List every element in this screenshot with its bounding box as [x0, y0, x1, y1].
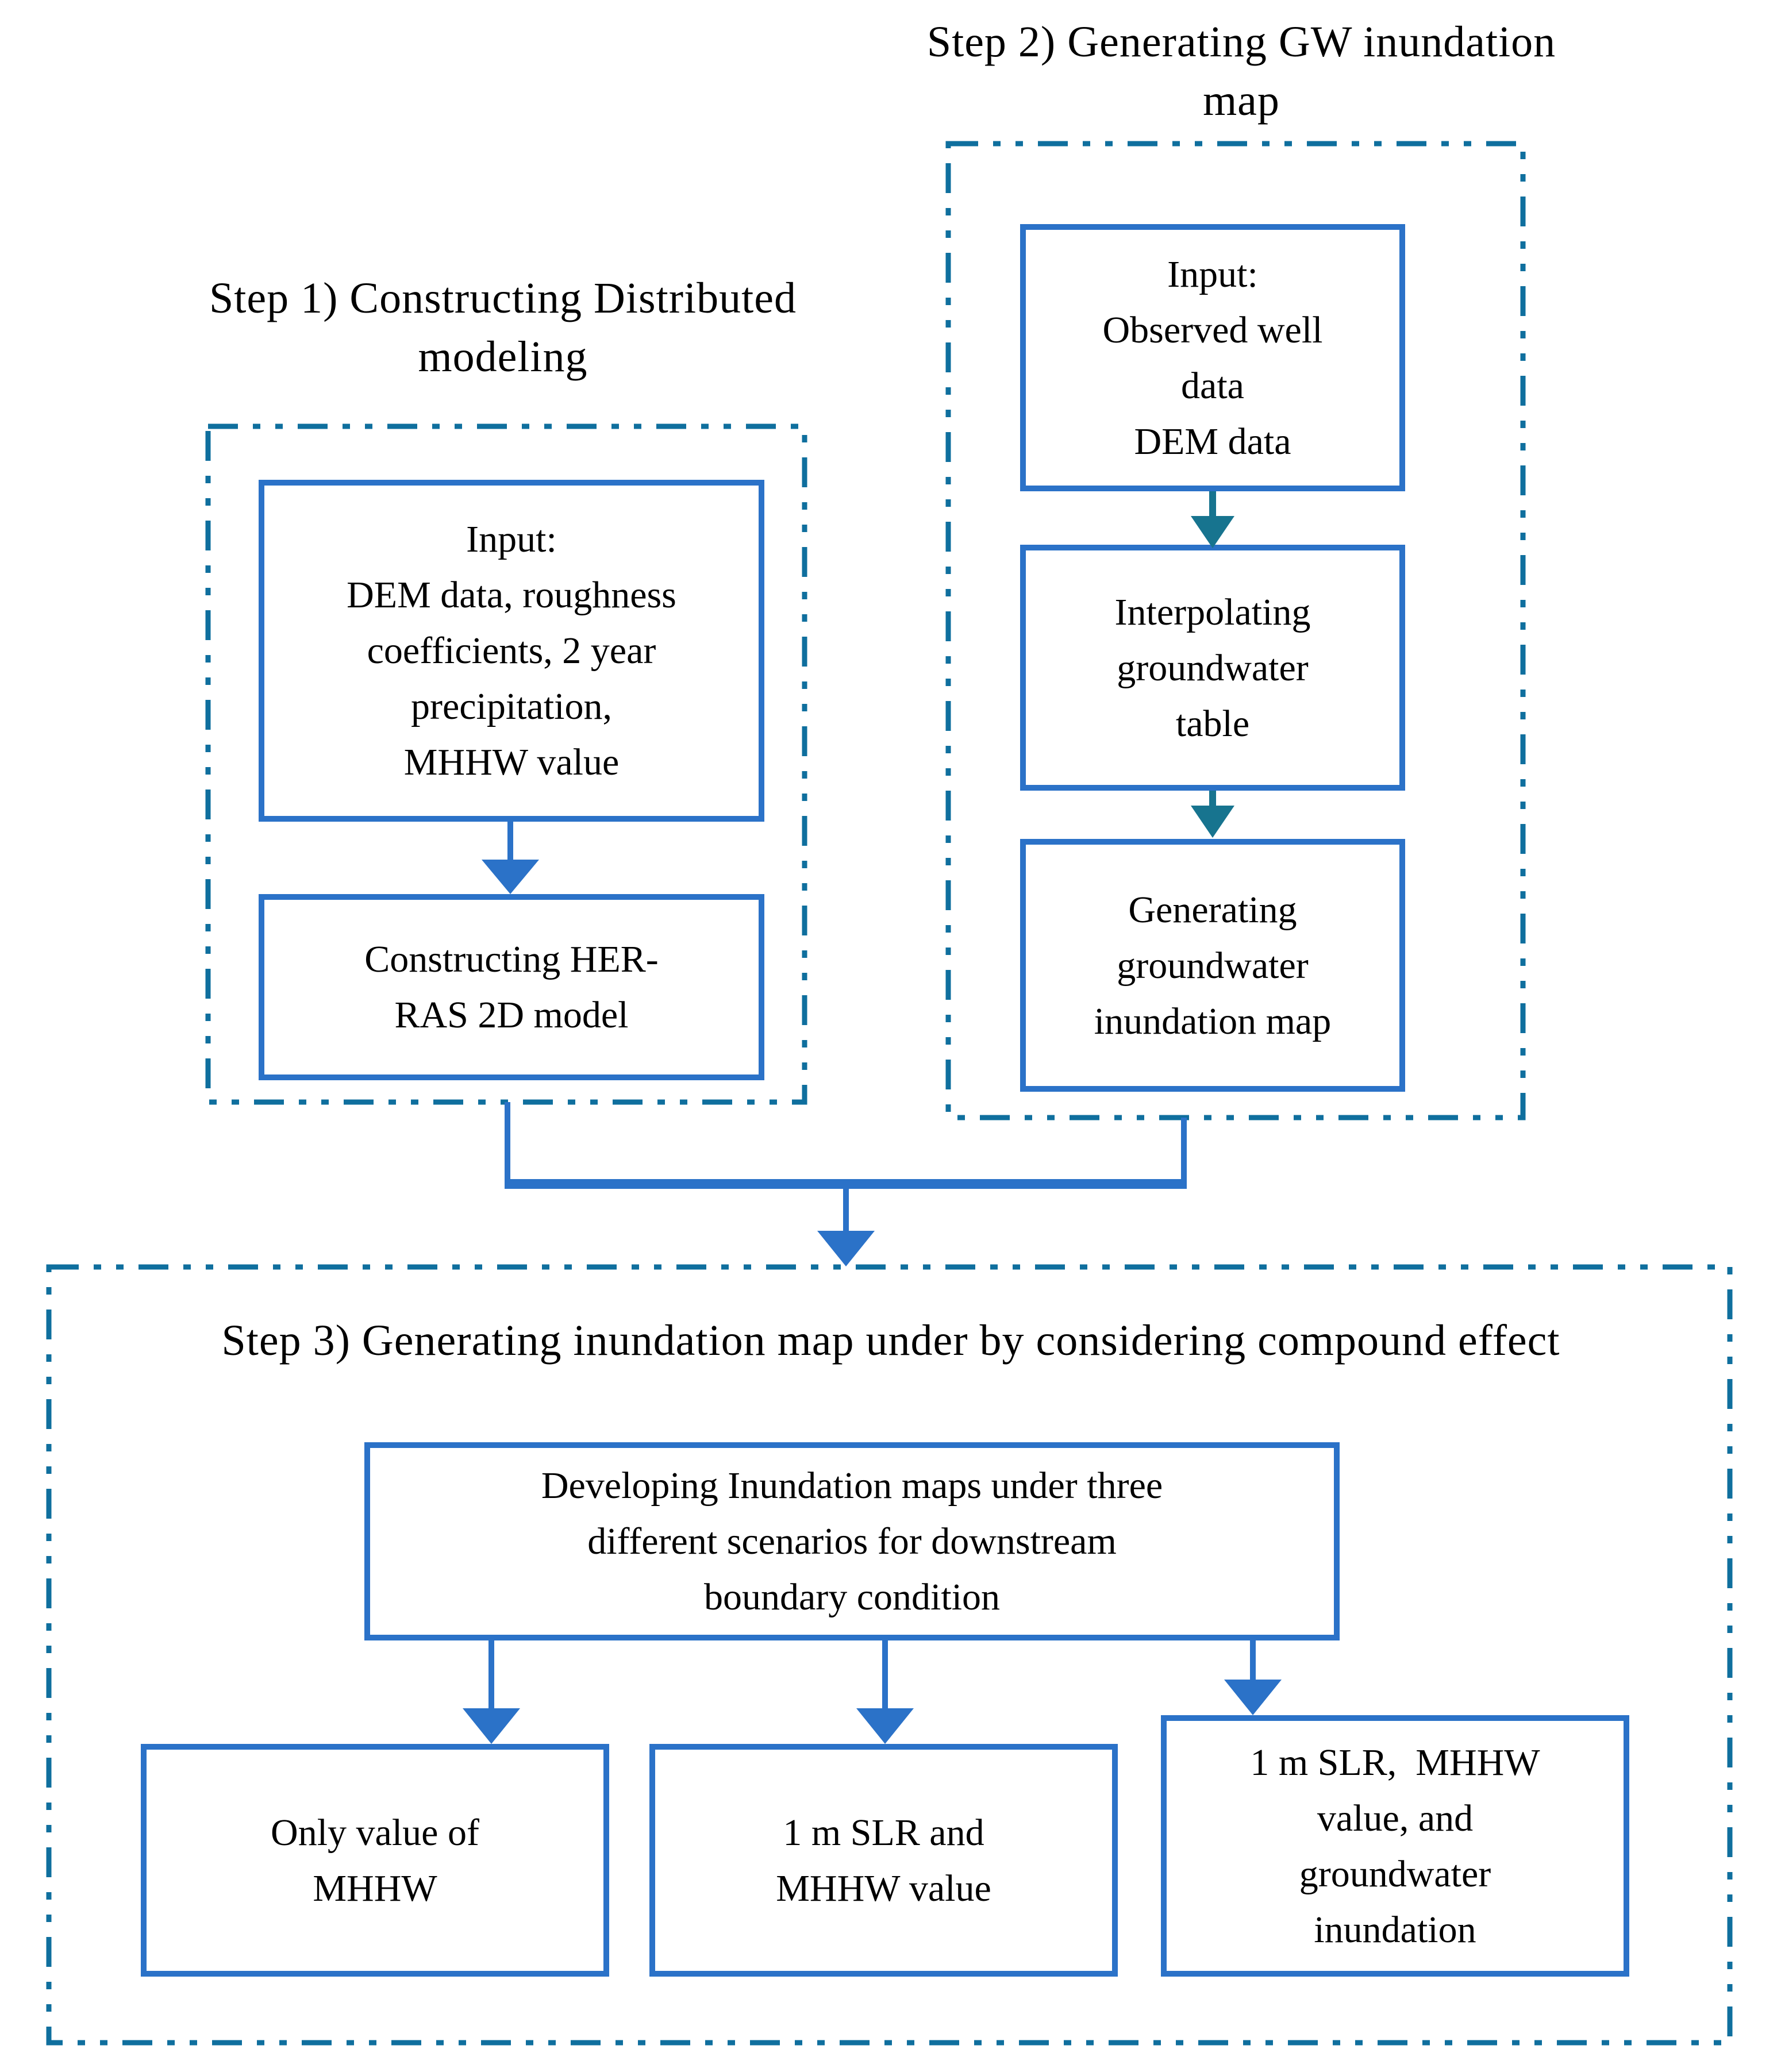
arrow-step2-input-to-interp-stem [1209, 491, 1216, 518]
step2-title: Step 2) Generating GW inundation map [839, 13, 1644, 130]
step3-dev-line1: Developing Inundation maps under three [541, 1465, 1163, 1507]
step1-input-line1: Input: [466, 518, 557, 560]
step2-input-line1: Input: [1167, 253, 1258, 295]
arrow-step2-interp-to-gen-head [1191, 806, 1234, 838]
arrow-step2-input-to-interp-head [1191, 516, 1234, 548]
step3-dev-line3: boundary condition [703, 1576, 1001, 1618]
arrow-step1-input-to-model-head [482, 860, 539, 894]
step2-interp-line2: groundwater [1117, 646, 1309, 689]
arrow-branch-1-stem [488, 1640, 494, 1709]
step1-input-line5: MHHW value [403, 741, 620, 783]
step2-input-box: Input: Observed well data DEM data [1020, 224, 1405, 491]
step1-title-line1: Step 1) Constructing Distributed [209, 274, 797, 322]
scenario3-line2: value, and [1317, 1797, 1474, 1839]
step1-input-line2: DEM data, roughness [347, 574, 676, 616]
step2-input-line2: Observed well [1102, 309, 1323, 351]
scenario1-line1: Only value of [271, 1811, 479, 1854]
step2-title-line2: map [1203, 76, 1280, 125]
scenario1-line2: MHHW [313, 1867, 437, 1909]
step2-interp-line3: table [1175, 702, 1250, 745]
arrow-branch-2-stem [882, 1640, 888, 1709]
step3-title: Step 3) Generating inundation map under … [86, 1311, 1695, 1370]
scenario2-line2: MHHW value [776, 1867, 991, 1909]
merge-center-head [817, 1231, 875, 1266]
scenario-box-slr-mhhw-groundwater: 1 m SLR, MHHW value, and groundwater inu… [1161, 1715, 1629, 1977]
arrow-branch-2-head [856, 1708, 914, 1744]
step1-input-line3: coefficients, 2 year [367, 630, 656, 672]
step3-dev-line2: different scenarios for downstream [587, 1520, 1117, 1562]
arrow-step2-interp-to-gen-stem [1209, 791, 1216, 808]
scenario3-line3: groundwater [1299, 1853, 1491, 1895]
scenario3-line1: 1 m SLR, MHHW [1250, 1741, 1540, 1784]
step2-gen-line2: groundwater [1117, 944, 1309, 987]
step1-input-box: Input: DEM data, roughness coefficients,… [259, 480, 764, 822]
scenario2-line1: 1 m SLR and [783, 1811, 984, 1854]
step2-gen-line3: inundation map [1094, 1000, 1332, 1042]
step1-model-box: Constructing HER- RAS 2D model [259, 894, 764, 1080]
scenario3-line4: inundation [1314, 1908, 1476, 1951]
step1-input-line4: precipitation, [410, 685, 613, 727]
step1-model-line1: Constructing HER- [364, 938, 659, 980]
arrow-branch-3-head [1224, 1680, 1282, 1715]
step1-model-line2: RAS 2D model [394, 994, 629, 1036]
merge-center-stem [843, 1189, 849, 1232]
merge-left-line [505, 1102, 510, 1187]
step3-developing-box: Developing Inundation maps under three d… [364, 1442, 1340, 1640]
arrow-branch-3-stem [1250, 1640, 1256, 1681]
step2-generating-box: Generating groundwater inundation map [1020, 839, 1405, 1092]
scenario-box-mhhw: Only value of MHHW [141, 1744, 609, 1977]
step2-gen-line1: Generating [1128, 888, 1297, 931]
step2-interp-line1: Interpolating [1114, 591, 1311, 633]
arrow-branch-1-head [463, 1708, 520, 1744]
step3-title-line: Step 3) Generating inundation map under … [221, 1316, 1560, 1365]
merge-right-line [1181, 1118, 1187, 1187]
scenario-box-slr-mhhw: 1 m SLR and MHHW value [649, 1744, 1118, 1977]
step2-input-line4: DEM data [1134, 420, 1291, 463]
step2-title-line1: Step 2) Generating GW inundation [926, 18, 1556, 66]
step1-title-line2: modeling [418, 333, 588, 381]
step2-input-line3: data [1181, 364, 1244, 407]
step1-title: Step 1) Constructing Distributed modelin… [101, 269, 905, 386]
step2-interpolating-box: Interpolating groundwater table [1020, 545, 1405, 791]
merge-horizontal-bar [505, 1179, 1187, 1189]
arrow-step1-input-to-model-stem [507, 822, 513, 862]
